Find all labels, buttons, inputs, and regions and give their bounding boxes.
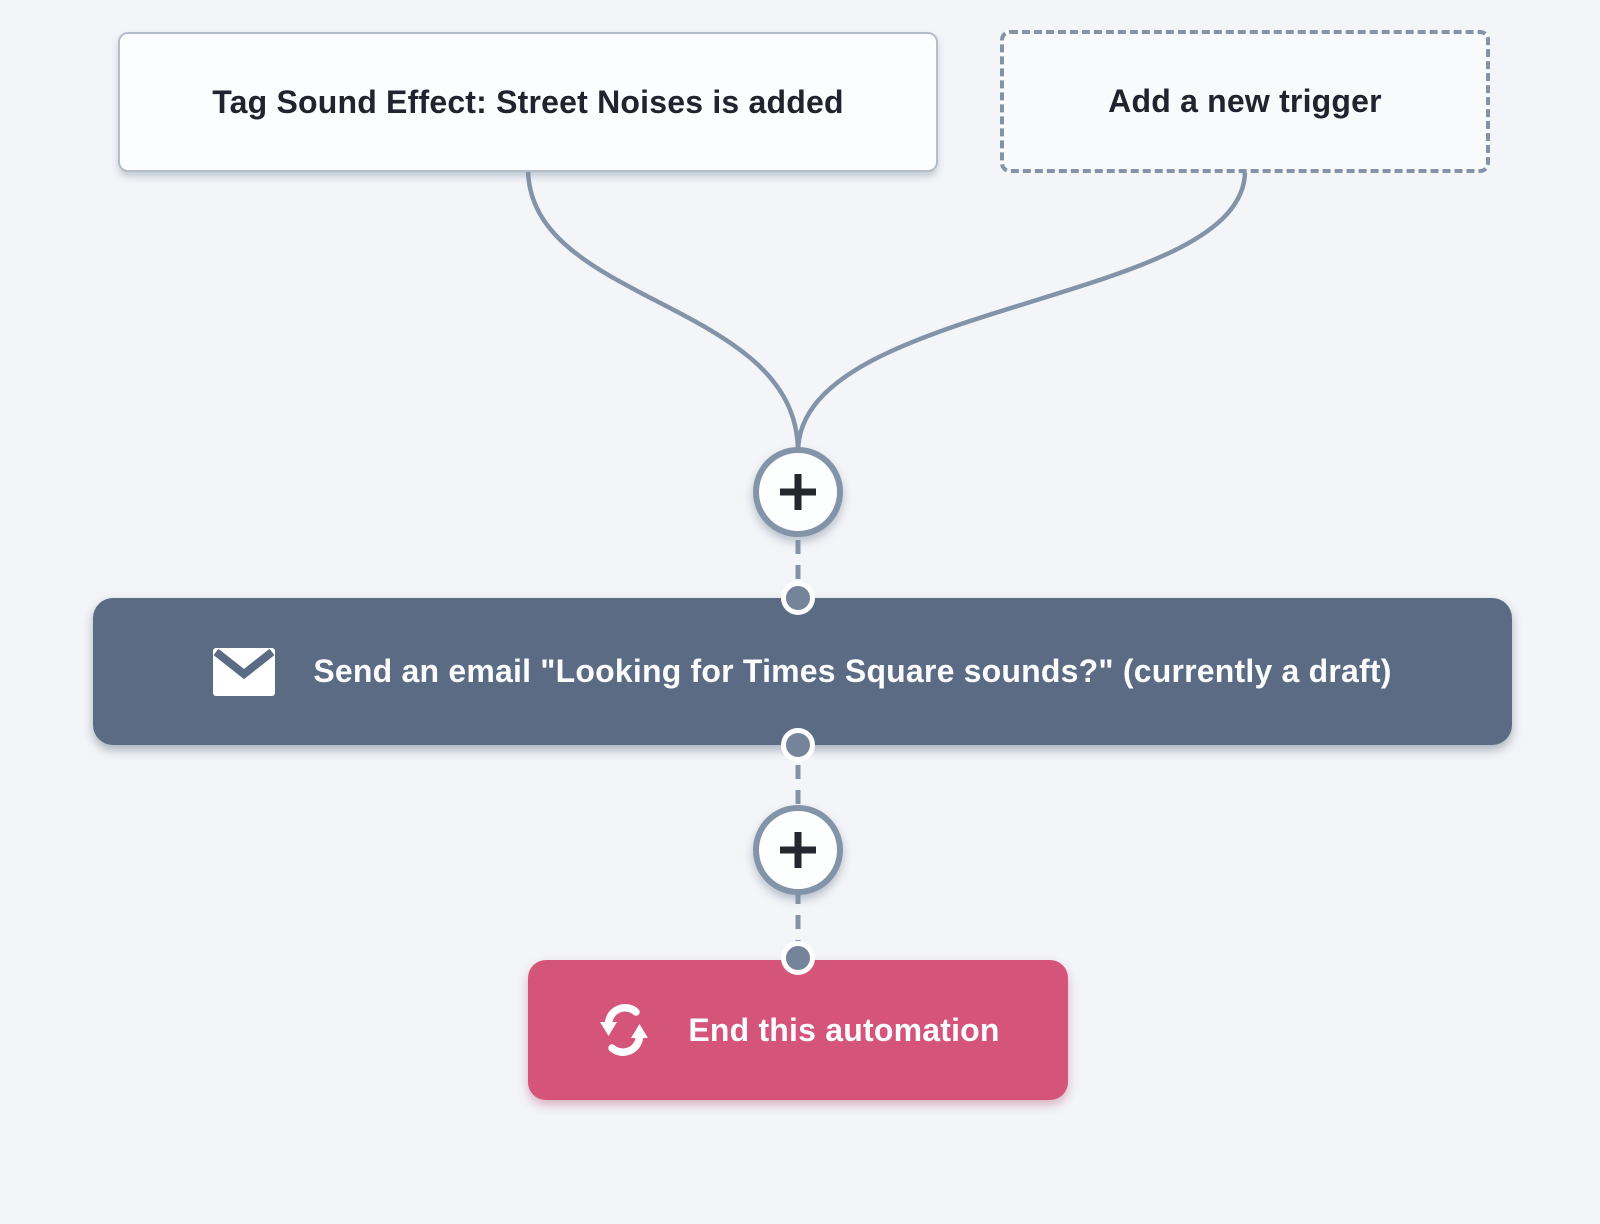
add-new-trigger-label: Add a new trigger [1108, 83, 1382, 119]
sync-icon [596, 1002, 652, 1058]
plus-icon [775, 827, 821, 873]
add-action-button-top[interactable] [753, 447, 843, 537]
email-action-label: Send an email "Looking for Times Square … [313, 653, 1392, 689]
add-new-trigger-button[interactable]: Add a new trigger [1000, 30, 1490, 173]
connector-dot-end-top [781, 941, 815, 975]
connector-dot-email-bottom [781, 728, 815, 762]
trigger-node-label: Tag Sound Effect: Street Noises is added [212, 83, 844, 120]
connector-curve-left [525, 167, 801, 453]
envelope-icon [213, 647, 276, 696]
email-action-node[interactable]: Send an email "Looking for Times Square … [93, 598, 1512, 745]
trigger-node-tag-added[interactable]: Tag Sound Effect: Street Noises is added [118, 32, 938, 172]
connector-dot-email-top [781, 581, 815, 615]
end-automation-node[interactable]: End this automation [528, 960, 1068, 1100]
plus-icon [775, 469, 821, 515]
add-action-button-bottom[interactable] [753, 805, 843, 895]
end-automation-label: End this automation [688, 1011, 1000, 1048]
connector-curve-right [795, 170, 1248, 453]
